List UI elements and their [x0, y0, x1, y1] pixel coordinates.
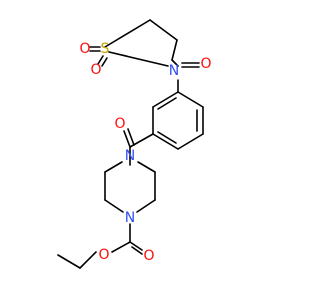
molecule-diagram: S O O O N O N N O O [0, 0, 300, 300]
bond-pz6 [104, 161, 123, 173]
bond-s-o2-a [97, 55, 104, 65]
atom-ester-carbonyl-oxygen: O [143, 248, 154, 264]
atom-sulfonyl-oxygen-2: O [90, 62, 101, 78]
atom-sulfonyl-oxygen-1: O [79, 41, 90, 57]
bond-pz4 [104, 199, 124, 213]
bond-ccarb-o-a [129, 241, 143, 251]
bond-c5-c4 [149, 19, 178, 41]
bond-ar3 [177, 133, 204, 150]
bond-c4-c3 [171, 39, 178, 61]
bond-pz1 [137, 161, 156, 173]
lactam-carbonyl-bonds [181, 62, 200, 68]
bond-ar6 [152, 91, 179, 108]
piperazine-ring-bonds [104, 161, 156, 213]
sultam-ring-bonds [104, 19, 179, 67]
bond-c3-n [171, 59, 179, 67]
benzene-ring-bonds [152, 91, 204, 150]
bond-ar1 [177, 91, 204, 108]
bond-camide-o-b [127, 128, 135, 146]
structure-svg: S O O O N O N N O O [0, 0, 300, 300]
bond-s-o2-b [101, 57, 108, 67]
atom-labels: S O O O N O N N O O [79, 41, 211, 264]
background [0, 0, 300, 300]
bond-pz3 [136, 199, 156, 213]
bond-ar4-inner [157, 131, 177, 144]
bond-ccarb-o-b [131, 246, 143, 255]
atom-piperazine-nitrogen-4: N [125, 210, 135, 226]
bond-ccarb-oether [111, 241, 131, 253]
bond-camide-o-a [123, 130, 131, 148]
amide-bonds [123, 128, 154, 166]
sulfonyl-bonds [89, 46, 108, 67]
atom-piperazine-nitrogen-1: N [125, 148, 135, 164]
atom-sulfur: S [101, 41, 110, 57]
bond-s-c5 [104, 19, 151, 48]
carbamate-bonds [57, 223, 143, 269]
atom-sultam-nitrogen: N [169, 63, 179, 79]
atom-lactam-oxygen: O [200, 56, 211, 72]
bond-ar4 [152, 133, 179, 150]
atom-ester-ether-oxygen: O [98, 247, 109, 263]
bond-o-ch2 [79, 251, 97, 269]
bond-ar6-inner [157, 97, 177, 110]
atom-amide-oxygen: O [114, 116, 125, 132]
bond-ch2-ch3 [57, 254, 81, 269]
bond-s-n [108, 51, 169, 67]
